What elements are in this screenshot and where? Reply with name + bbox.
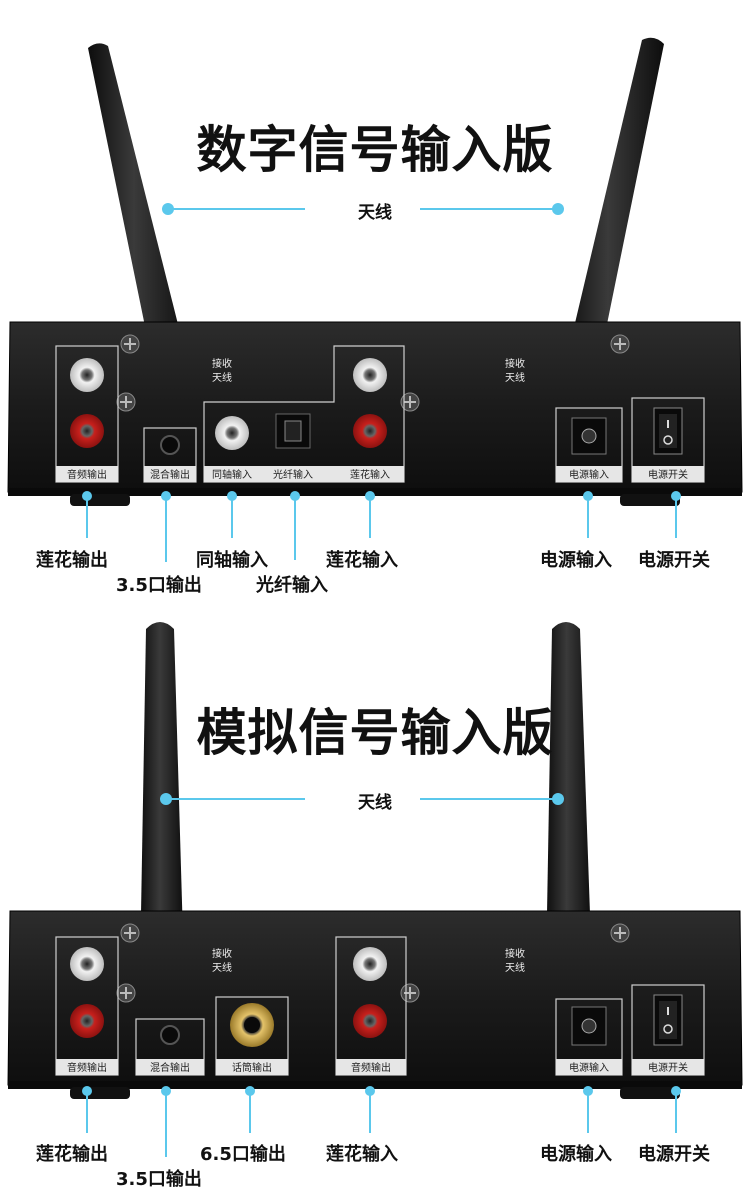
callout-rca-out: 莲花输出 [36,550,108,571]
antenna-label: 天线 [358,203,392,223]
port-callout-lines [82,1086,681,1157]
rca-red-out-jack [70,1004,104,1038]
device-rear-panel [7,321,743,506]
rca-white-in-jack [353,947,387,981]
callout-jack35-out: 3.5口输出 [116,1169,202,1190]
screws [116,334,630,412]
callout-jack65-out: 6.5口输出 [200,1144,286,1165]
port-callout-lines [82,491,681,562]
label-power-in: 电源输入 [569,468,609,481]
antenna-callout-lines [162,203,564,215]
jack-35-port [160,1025,180,1045]
device-rear-panel [7,910,743,1099]
callout-rca-in: 莲花输入 [326,1144,398,1165]
label-power-switch: 电源开关 [648,468,688,481]
label-receive-antenna-left-2: 天线 [212,961,232,974]
label-audio-out: 音频输出 [67,468,107,481]
callout-rca-in: 莲花输入 [326,550,398,571]
digital-version-section: 音频输出 混合输出 同轴输入 光纤输入 莲花输入 电源输入 电源开关 接收 天线… [7,37,743,596]
label-audio-out-right: 音频输出 [351,1061,391,1074]
analog-device-illustration: 音频输出 混合输出 话筒输出 音频输出 电源输入 电源开关 接收 天线 接收 天… [7,622,743,1157]
callout-jack35-out: 3.5口输出 [116,575,202,596]
callout-rca-out: 莲花输出 [36,1144,108,1165]
jack-35-port [160,435,180,455]
callout-coax-in: 同轴输入 [196,550,268,571]
label-receive-antenna-right-2: 天线 [505,371,525,384]
rca-red-in-jack [353,414,387,448]
analog-version-section: 音频输出 混合输出 话筒输出 音频输出 电源输入 电源开关 接收 天线 接收 天… [0,601,750,1202]
label-receive-antenna-left-1: 接收 [212,947,232,960]
rca-white-in-jack [353,358,387,392]
label-receive-antenna-right-2: 天线 [505,961,525,974]
label-rca-in: 莲花输入 [350,468,390,481]
antenna-callout-lines [160,793,564,805]
label-power-switch: 电源开关 [648,1061,688,1074]
rca-white-out-jack [70,947,104,981]
label-audio-out-left: 音频输出 [67,1061,107,1074]
label-receive-antenna-right-1: 接收 [505,357,525,370]
rca-red-out-jack [70,414,104,448]
label-power-in: 电源输入 [569,1061,609,1074]
digital-device-illustration: 音频输出 混合输出 同轴输入 光纤输入 莲花输入 电源输入 电源开关 接收 天线… [7,37,743,562]
antenna-label: 天线 [358,793,392,813]
label-optical-in: 光纤输入 [273,468,313,481]
label-mix-out: 混合输出 [150,1061,190,1074]
label-receive-antenna-right-1: 接收 [505,947,525,960]
digital-version-title: 数字信号输入版 [196,121,554,179]
rca-red-in-jack [353,1004,387,1038]
label-receive-antenna-left-1: 接收 [212,357,232,370]
coax-in-jack [215,416,249,450]
label-receive-antenna-left-2: 天线 [212,371,232,384]
label-mix-out: 混合输出 [150,468,190,481]
rca-white-out-jack [70,358,104,392]
label-coax-in: 同轴输入 [212,468,252,481]
callout-power-switch: 电源开关 [638,550,710,571]
label-mic-out: 话筒输出 [232,1061,272,1074]
callout-power-switch: 电源开关 [638,1144,710,1165]
callout-power-in: 电源输入 [540,550,612,571]
callout-power-in: 电源输入 [540,1144,612,1165]
analog-version-title: 模拟信号输入版 [196,704,554,762]
callout-optical-in: 光纤输入 [256,575,328,596]
